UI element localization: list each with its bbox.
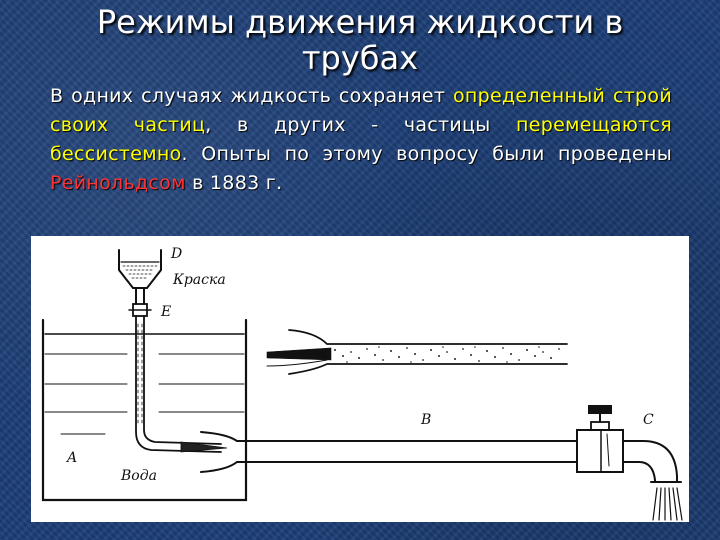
- glass-tube: [200, 431, 578, 442]
- reynolds-apparatus-figure: D Краска E A Вода B C: [31, 236, 689, 522]
- label-e: E: [160, 304, 171, 320]
- outlet-valve: [576, 429, 624, 473]
- paragraph-text-1: В одних случаях жидкость сохраняет: [50, 85, 453, 107]
- highlight-ordered-particles: определенный строй своих частиц: [50, 85, 672, 136]
- highlight-chaotic-motion: перемещаются бессистемно: [50, 114, 672, 165]
- dye-reservoir: [118, 249, 162, 289]
- label-dye: Краска: [172, 272, 226, 288]
- label-b: B: [420, 412, 431, 428]
- paragraph-text-3: . Опыты по этому вопросу были проведены: [181, 143, 672, 165]
- slide-title: Режимы движения жидкости в трубах: [96, 3, 624, 77]
- outlet-pipe: [622, 440, 678, 483]
- paragraph-text-2: , в других - частицы: [205, 114, 517, 136]
- paragraph-text-4: в 1883 г.: [185, 172, 283, 194]
- highlight-reynolds: Рейнольдсом: [50, 172, 186, 194]
- water-tank: [41, 318, 248, 502]
- water-outflow: [652, 487, 683, 521]
- apparatus-drawing: D Краска E A Вода B C: [41, 246, 683, 521]
- label-c: C: [643, 412, 654, 428]
- label-water: Вода: [120, 468, 157, 484]
- label-a: A: [65, 450, 77, 466]
- dye-tube: [135, 315, 222, 453]
- turbulent-flow-inset: [288, 329, 568, 345]
- slide-paragraph: В одних случаях жидкость сохраняет опред…: [50, 82, 672, 198]
- label-d: D: [170, 246, 182, 262]
- dispersed-dye-particles: [334, 346, 560, 363]
